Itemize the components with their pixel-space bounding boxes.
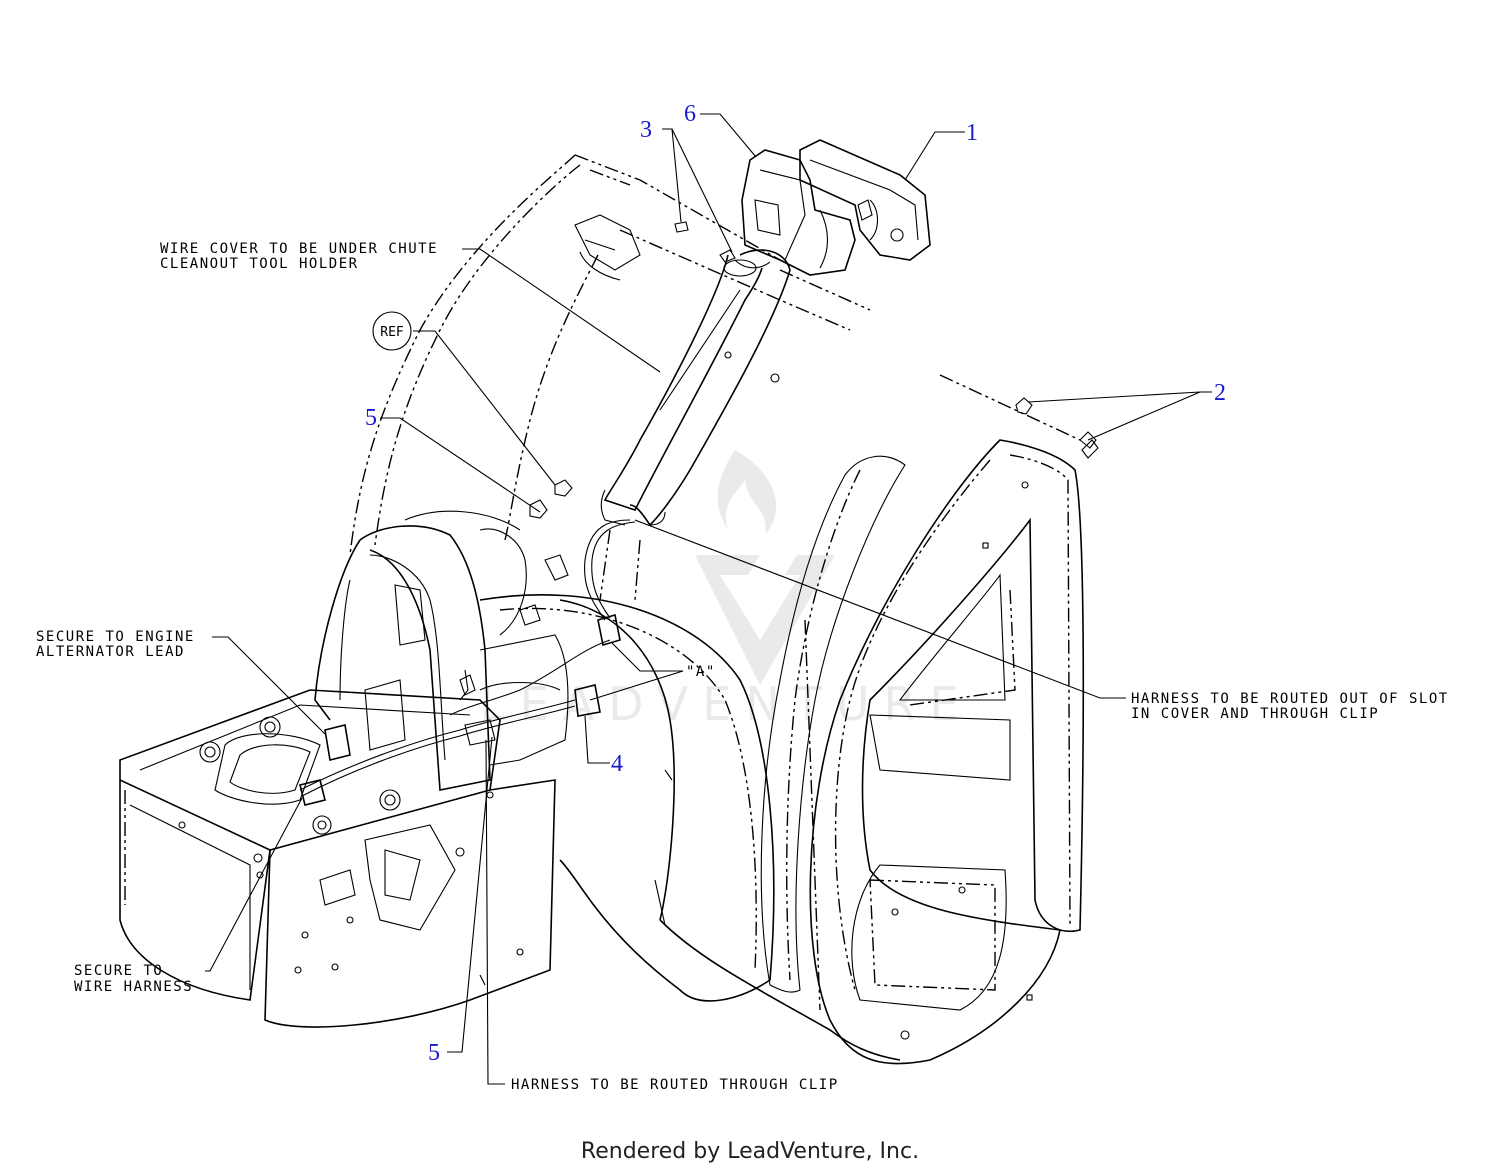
callout-1: 1 xyxy=(966,120,978,146)
wire-harness xyxy=(299,519,636,806)
note-secure-engine-line1: SECURE TO ENGINE xyxy=(36,629,195,645)
ref-label: REF xyxy=(380,325,404,340)
callout-6: 6 xyxy=(684,101,696,127)
leader-lines xyxy=(205,113,1212,1085)
note-wire-cover-line1: WIRE COVER TO BE UNDER CHUTE xyxy=(160,241,438,257)
chute-panel-right xyxy=(760,439,1099,1065)
callout-3: 3 xyxy=(640,117,652,143)
callout-5-lower: 5 xyxy=(428,1040,440,1066)
chute-phantom-outline xyxy=(349,154,1081,601)
note-wire-cover-line2: CLEANOUT TOOL HOLDER xyxy=(160,256,359,272)
callout-2: 2 xyxy=(1214,380,1226,406)
note-harness-slot-line2: IN COVER AND THROUGH CLIP xyxy=(1131,706,1379,722)
callout-5-upper: 5 xyxy=(365,405,377,431)
hardware xyxy=(459,221,1097,696)
chute-handle xyxy=(741,139,931,276)
watermark-logo: LEADVENTURE xyxy=(480,450,959,731)
note-secure-engine-line2: ALTERNATOR LEAD xyxy=(36,644,185,660)
note-harness-slot-line1: HARNESS TO BE ROUTED OUT OF SLOT xyxy=(1131,691,1449,707)
auger-housing xyxy=(479,594,901,1061)
note-secure-harness-line2: WIRE HARNESS xyxy=(74,979,193,995)
footer-credit: Rendered by LeadVenture, Inc. xyxy=(581,1139,919,1164)
engine-housing xyxy=(119,689,556,1028)
chute-bracket xyxy=(574,214,641,281)
note-harness-clip: HARNESS TO BE ROUTED THROUGH CLIP xyxy=(511,1077,839,1093)
note-secure-harness-line1: SECURE TO xyxy=(74,963,163,979)
ref-callout: REF xyxy=(372,311,412,351)
engine-shroud xyxy=(314,510,569,791)
label-a: "A" xyxy=(686,664,716,680)
callout-4: 4 xyxy=(611,751,623,777)
